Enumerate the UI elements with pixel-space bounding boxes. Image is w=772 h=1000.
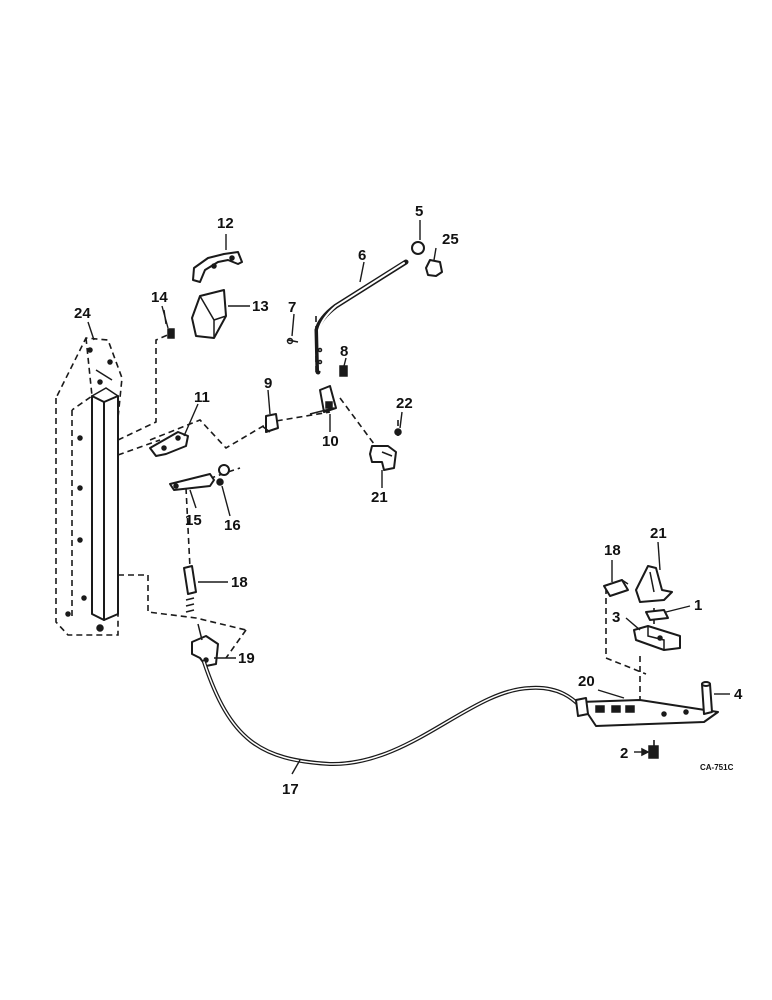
knob-5 [411,241,425,255]
callout-20: 20 [578,673,595,690]
callout-15: 15 [185,512,202,529]
support-post [55,337,123,636]
pin-7 [286,337,299,345]
callout-7: 7 [288,299,296,316]
control-cable [202,660,582,767]
clip-9 [261,413,279,433]
clevis-left [183,565,197,613]
callout-10: 10 [322,433,339,450]
callout-22: 21 [371,489,388,506]
callout-11: 11 [194,389,210,406]
link-bracket-10 [309,385,337,415]
callout-14: 14 [151,289,168,306]
assembly-lines [117,316,655,752]
callout-3: 3 [612,609,620,626]
lever-15 [169,464,230,491]
spring-8 [339,365,348,377]
plate-1 [645,609,669,621]
top-bracket [192,251,243,283]
washer-16 [216,478,224,486]
block-22 [369,445,397,471]
callout-2: 2 [620,745,628,762]
bracket-21 [635,565,673,603]
callout-18-right: 18 [604,542,621,559]
callout-23: 22 [396,395,413,412]
pin-4 [701,681,713,715]
leader-lines [87,220,730,775]
callout-18-left: 18 [231,574,248,591]
callout-5: 5 [415,203,423,220]
bracket-11 [149,431,189,457]
control-rod [314,259,409,375]
knob-25 [425,259,443,277]
callout-12: 12 [217,215,234,232]
arrow-2 [641,747,650,757]
bolt-14 [167,328,175,339]
nut-23 [394,428,402,436]
angle-bracket [191,289,227,339]
callout-13: 13 [252,298,269,315]
block-3 [633,625,681,651]
callout-24: 24 [74,305,91,322]
callout-labels: 12 13 14 24 7 6 5 25 8 9 11 10 22 21 15 … [74,203,743,798]
callout-25: 25 [442,231,459,248]
callout-21: 21 [650,525,667,542]
callout-19: 19 [238,650,255,667]
callout-6: 6 [358,247,366,264]
callout-8: 8 [340,343,348,360]
callout-16: 16 [224,517,241,534]
cable-bracket-19 [191,623,219,667]
mounting-plate-20 [575,697,719,727]
nut-2 [648,745,659,759]
callout-9: 9 [264,375,272,392]
callout-17: 17 [282,781,299,798]
callout-1: 1 [694,597,702,614]
clevis-right [603,579,629,597]
drawing-code: CA-751C [700,763,734,772]
callout-4: 4 [734,686,743,703]
